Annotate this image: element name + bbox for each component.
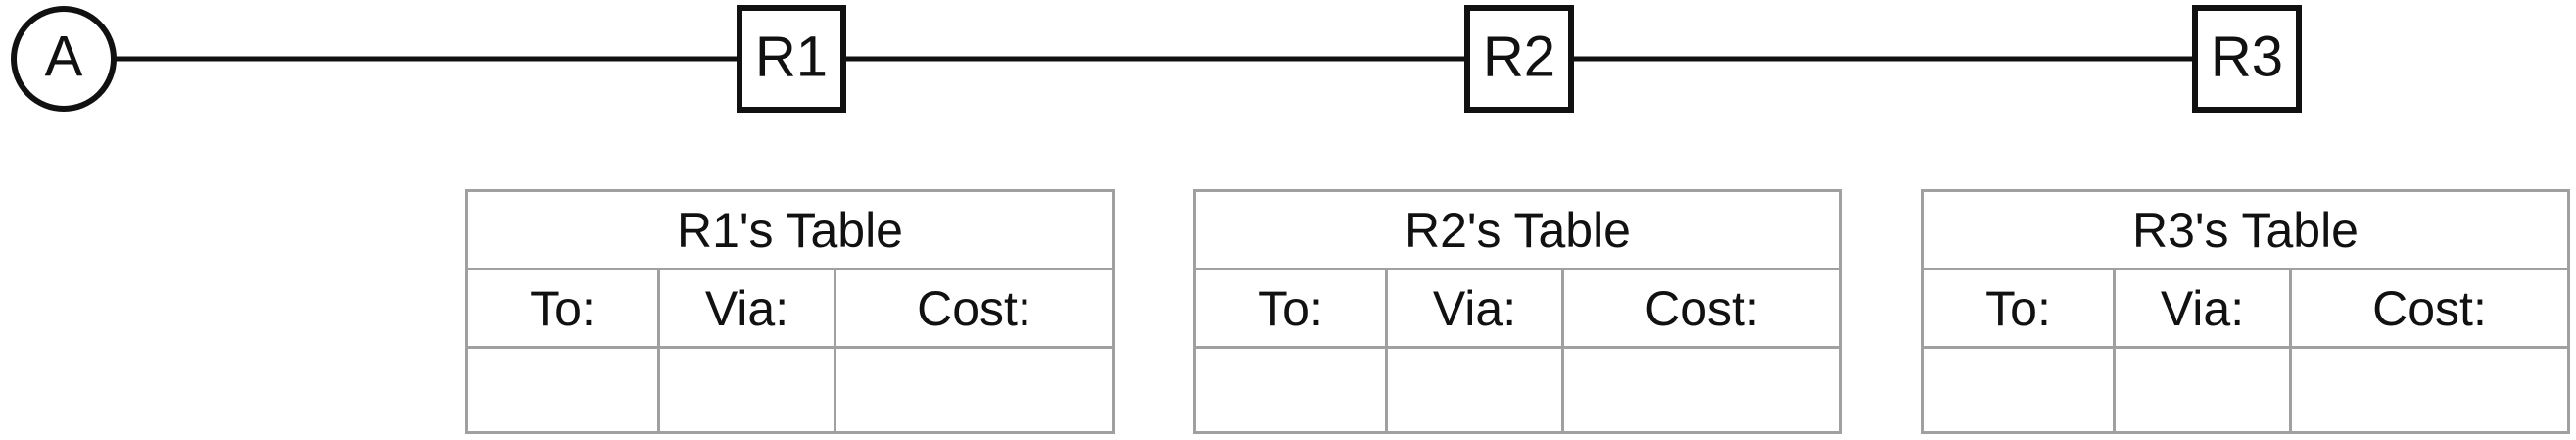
- routing-table-r2: R2's Table To: Via: Cost:: [1193, 189, 1842, 434]
- table-header-row: To: Via: Cost:: [468, 270, 1112, 349]
- cell-to: [468, 349, 660, 434]
- table-row: [468, 349, 1112, 434]
- header-to: To:: [1924, 270, 2116, 346]
- routing-table-r1: R1's Table To: Via: Cost:: [465, 189, 1115, 434]
- router-label-r2: R2: [1483, 24, 1555, 88]
- host-circle: [11, 6, 117, 112]
- cell-cost: [2292, 349, 2567, 434]
- router-node-r2: R2: [1464, 5, 1574, 113]
- table-title: R3's Table: [1924, 192, 2567, 270]
- table-row: [1924, 349, 2567, 434]
- header-cost: Cost:: [917, 280, 1031, 336]
- cell-cost: [1564, 349, 1839, 434]
- router-box: [2192, 5, 2302, 113]
- routing-table-r3: R3's Table To: Via: Cost:: [1921, 189, 2570, 434]
- table-title: R2's Table: [1196, 192, 1839, 270]
- table-title: R1's Table: [468, 192, 1112, 270]
- header-via: Via:: [2116, 270, 2292, 346]
- cell-via: [660, 349, 836, 434]
- router-node-r1: R1: [737, 5, 846, 113]
- router-box: [737, 5, 846, 113]
- table-header-row: To: Via: Cost:: [1196, 270, 1839, 349]
- table-header-row: To: Via: Cost:: [1924, 270, 2567, 349]
- cell-to: [1196, 349, 1388, 434]
- cell-via: [1388, 349, 1564, 434]
- header-to: To:: [1196, 270, 1388, 346]
- table-row: [1196, 349, 1839, 434]
- header-cost: Cost:: [2372, 280, 2487, 336]
- host-node-a: A: [11, 6, 117, 112]
- cell-cost: [836, 349, 1112, 434]
- header-via: Via:: [660, 270, 836, 346]
- header-to: To:: [468, 270, 660, 346]
- router-node-r3: R3: [2192, 5, 2302, 113]
- router-label-r3: R3: [2211, 24, 2283, 88]
- cell-via: [2116, 349, 2292, 434]
- router-box: [1464, 5, 1574, 113]
- header-via: Via:: [1388, 270, 1564, 346]
- router-label-r1: R1: [755, 24, 828, 88]
- cell-to: [1924, 349, 2116, 434]
- header-cost: Cost:: [1645, 280, 1759, 336]
- host-label: A: [45, 24, 83, 88]
